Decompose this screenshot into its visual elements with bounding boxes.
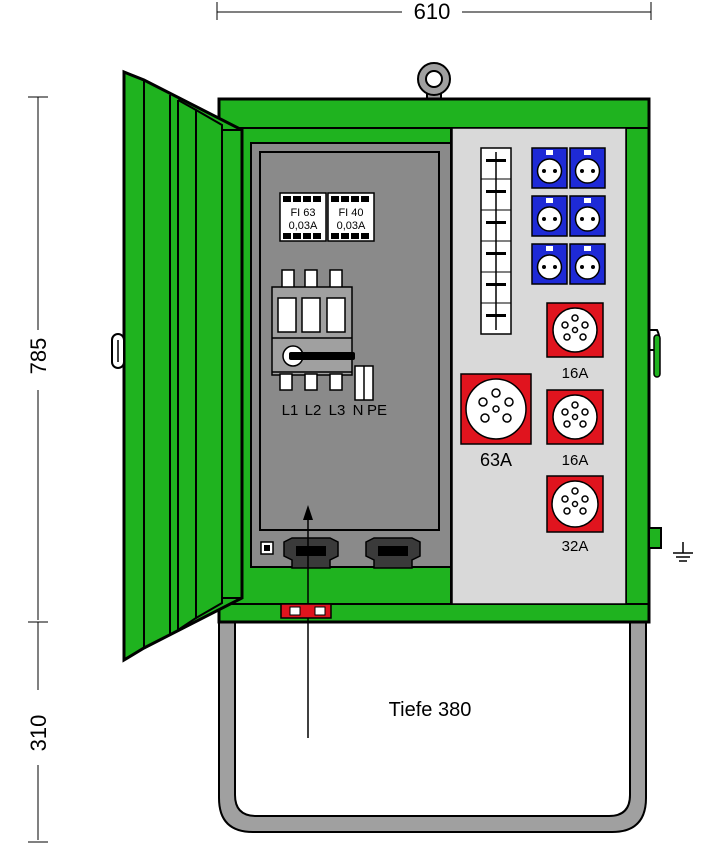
schuko-socket-group: [531, 147, 606, 285]
height-dimension: 785 310: [26, 96, 51, 843]
schuko-socket: [531, 147, 568, 189]
schuko-socket: [569, 243, 606, 285]
cee-socket-16a-top: 16A: [546, 302, 604, 382]
cable-gland-left: [283, 537, 339, 569]
depth-arrow: [303, 505, 313, 738]
cee-socket-16a-middle: 16A: [546, 389, 604, 469]
indicator-square: [260, 541, 274, 555]
schuko-socket: [531, 243, 568, 285]
cable-entry-red: [280, 603, 332, 619]
terminal-label-l2: L2: [305, 402, 322, 419]
lifting-eye: [417, 62, 451, 101]
base-frame: Tiefe 380: [218, 619, 647, 833]
rcd-rating: 0,03A: [289, 220, 318, 232]
cee-socket-63a: 63A: [460, 373, 532, 470]
schuko-socket: [531, 195, 568, 237]
width-value: 610: [414, 0, 451, 24]
mcb-strip: [480, 147, 512, 335]
cable-gland-right: [365, 537, 421, 569]
rcd-label: FI 40: [338, 207, 363, 219]
cee-rating: 32A: [562, 538, 589, 555]
schuko-socket: [569, 195, 606, 237]
terminal-label-l1: L1: [282, 402, 299, 419]
cee-rating: 16A: [562, 452, 589, 469]
terminal-label-pe: PE: [367, 402, 387, 419]
rcd-fi-40: FI 40 0,03A: [327, 192, 375, 242]
terminal-label-l3: L3: [329, 402, 346, 419]
cee-socket-32a: 32A: [546, 475, 604, 555]
switch-handle: [289, 352, 355, 360]
terminal-labels: L1 L2 L3 N PE: [282, 402, 387, 419]
n-pe-terminals: [354, 365, 374, 401]
height-cabinet-value: 785: [26, 338, 51, 375]
cee-rating: 63A: [480, 450, 512, 470]
schuko-socket: [569, 147, 606, 189]
ground-icon: [673, 542, 693, 562]
rcd-fi-63: FI 63 0,03A: [279, 192, 327, 242]
depth-label: Tiefe 380: [389, 699, 472, 721]
width-dimension: 610: [216, 0, 652, 24]
rcd-label: FI 63: [290, 207, 315, 219]
cee-rating: 16A: [562, 365, 589, 382]
rcd-rating: 0,03A: [337, 220, 366, 232]
height-base-value: 310: [26, 715, 51, 752]
main-disconnect-switch: [271, 269, 355, 391]
terminal-label-n: N: [353, 402, 364, 419]
cabinet-door: [111, 69, 244, 663]
